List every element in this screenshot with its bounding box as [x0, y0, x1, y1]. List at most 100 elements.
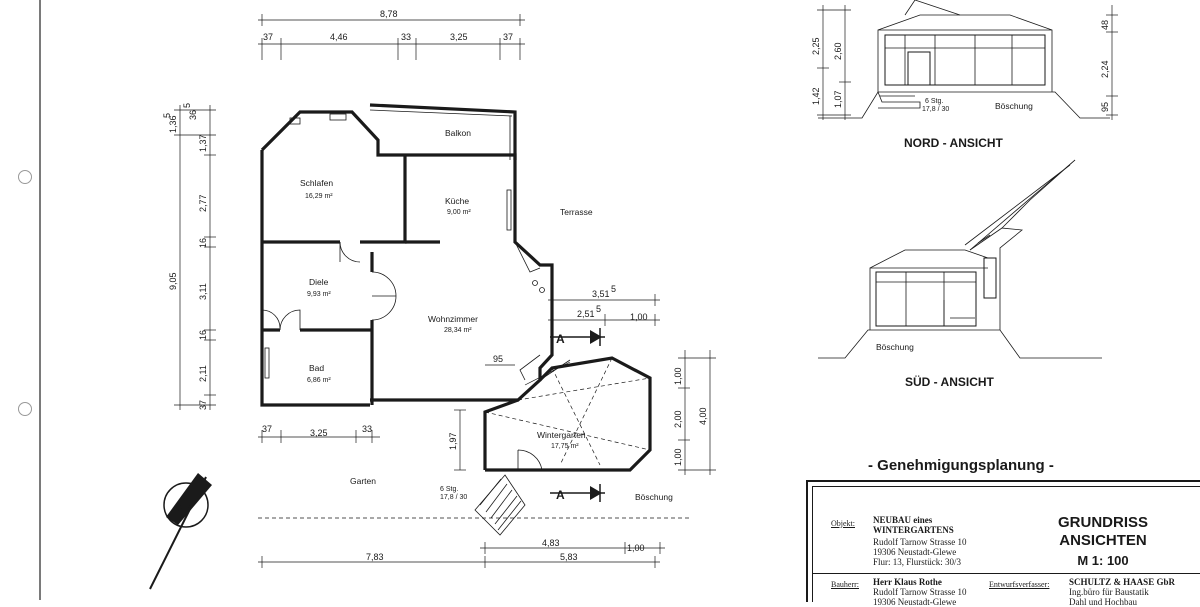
- door-swing-schlafen: [339, 241, 361, 263]
- dim-left-outer-2-sup: 5: [182, 103, 192, 108]
- objekt-label: Objekt:: [831, 519, 855, 528]
- dim-overall-height: 9,05: [168, 272, 178, 290]
- dim-overall-width: 8,78: [380, 9, 398, 19]
- room-name-diele: Diele: [309, 277, 329, 287]
- objekt-line-5: Flur: 13, Flurstück: 30/3: [873, 557, 962, 567]
- room-area-diele: 9,93 m²: [307, 291, 331, 298]
- room-area-wintergarten: 17,75 m²: [551, 443, 579, 450]
- dim-bl-3: 33: [362, 424, 372, 434]
- room-name-wohnzimmer: Wohnzimmer: [428, 314, 478, 324]
- bauherr-label: Bauherr:: [831, 580, 859, 589]
- room-name-wintergarten: Wintergarten: [537, 430, 586, 440]
- room-name-schlafen: Schlafen: [300, 178, 333, 188]
- verfasser-line-1: SCHULTZ & HAASE GbR: [1069, 577, 1175, 587]
- bauherr-line-2: Rudolf Tarnow Strasse 10: [873, 587, 967, 597]
- punch-hole: [18, 170, 32, 184]
- dim-right-2: 2,51: [577, 309, 595, 319]
- dim-left-seg-6: 2,11: [198, 365, 208, 382]
- verfasser-line-2: Ing.büro für Baustatik: [1069, 587, 1149, 597]
- north-stairs-count: 6 Stg.: [925, 98, 943, 105]
- dim-bottom-row1-2: 1,00: [627, 543, 645, 553]
- dim-wg-v3: 1,00: [673, 448, 683, 466]
- north-dim-right-3: 95: [1100, 102, 1110, 112]
- south-boeschung: Böschung: [876, 342, 914, 352]
- north-stairs-ratio: 17,8 / 30: [922, 106, 949, 113]
- south-elevation: Böschung SÜD - ANSICHT: [818, 159, 1102, 389]
- dim-left-outer-2: 36: [188, 110, 198, 120]
- label-balkon: Balkon: [445, 128, 471, 138]
- section-label-a-lower: A: [556, 488, 565, 502]
- outer-wall-east: [370, 153, 554, 402]
- section-marker-lower: A: [550, 484, 605, 502]
- dim-top-seg-3: 33: [401, 32, 411, 42]
- dim-left-seg-3: 16: [198, 238, 208, 248]
- room-area-wohnzimmer: 28,34 m²: [444, 327, 472, 334]
- dim-top-seg-5: 37: [503, 32, 513, 42]
- title-heading-2: ANSICHTEN: [1059, 532, 1147, 549]
- north-dim-left-3: 1,42: [811, 87, 821, 105]
- outer-wall-bay-north: [260, 110, 402, 157]
- room-name-kueche: Küche: [445, 196, 469, 206]
- north-dim-right-2: 2,24: [1100, 60, 1110, 78]
- top-dimensions: 8,78 37 4,46 33 3,25 37: [258, 9, 525, 60]
- dim-right-1-sup: 5: [611, 284, 616, 294]
- section-label-a-upper: A: [556, 332, 565, 346]
- title-block: GRUNDRISS ANSICHTEN M 1: 100 Objekt: NEU…: [806, 480, 1200, 607]
- north-elevation: 2,25 2,60 1,42 1,07 48 2,24 95 6 Stg. 17…: [811, 0, 1118, 150]
- dim-left-outer-1: 1,36: [168, 115, 178, 133]
- dim-bottom-row2-2: 5,83: [560, 552, 578, 562]
- dim-bottom-row2-1: 7,83: [366, 552, 384, 562]
- dim-wg-total: 4,00: [698, 407, 708, 425]
- stairs-count: 6 Stg.: [440, 486, 458, 493]
- dim-top-seg-1: 37: [263, 32, 273, 42]
- title-scale: M 1: 100: [1077, 553, 1129, 568]
- objekt-line-4: 19306 Neustadt-Glewe: [873, 547, 957, 557]
- label-terrasse: Terrasse: [560, 207, 593, 217]
- dim-left-outer-1-sup: 5: [162, 113, 172, 118]
- left-dimensions: 9,05 1,36 5 36 5 1,37 2,77 16 3,11 16 2,…: [162, 103, 216, 410]
- objekt-line-3: Rudolf Tarnow Strasse 10: [873, 537, 967, 547]
- dim-left-seg-5: 16: [198, 330, 208, 340]
- door-swing-wohnzimmer: [371, 271, 397, 297]
- dim-bl-1: 37: [262, 424, 272, 434]
- stairs-ratio: 17,8 / 30: [440, 494, 467, 501]
- north-dim-right-1: 48: [1100, 20, 1110, 30]
- bauherr-line-1: Herr Klaus Rothe: [873, 577, 942, 587]
- north-dim-left-4: 1,07: [833, 90, 843, 108]
- title-heading-1: GRUNDRISS: [1057, 514, 1148, 531]
- dim-wg-v2: 2,00: [673, 410, 683, 428]
- dim-left-seg-2: 2,77: [198, 194, 208, 212]
- dim-left-seg-4: 3,11: [198, 283, 208, 300]
- floor-plan: [260, 103, 554, 407]
- dim-wg-left: 1,97: [448, 432, 458, 450]
- south-view-title: SÜD - ANSICHT: [905, 374, 995, 389]
- approval-stamp: - Genehmigungsplanung -: [868, 457, 1054, 474]
- bauherr-line-3: 19306 Neustadt-Glewe: [873, 597, 957, 607]
- north-boeschung: Böschung: [995, 101, 1033, 111]
- dim-right-3: 1,00: [630, 312, 648, 322]
- room-name-bad: Bad: [309, 363, 324, 373]
- door-swing-diele: [261, 309, 281, 329]
- title-block-divider: [813, 573, 1200, 574]
- dim-wg-v1: 1,00: [673, 367, 683, 385]
- dim-top-seg-4: 3,25: [450, 32, 468, 42]
- punch-hole: [18, 402, 32, 416]
- north-view-title: NORD - ANSICHT: [904, 136, 1004, 150]
- dim-left-seg-7: 37: [198, 400, 208, 410]
- dim-right-1: 3,51: [592, 289, 610, 299]
- dim-right-2-sup: 5: [596, 304, 601, 314]
- window-kueche: [506, 189, 512, 231]
- north-arrow: N: [149, 473, 212, 590]
- dim-right-4: 95: [493, 354, 503, 364]
- dim-left-seg-1: 1,37: [198, 134, 208, 152]
- bottom-left-dimensions: 37 3,25 33: [258, 424, 380, 443]
- room-labels: Schlafen 16,29 m² Küche 9,00 m² Diele 9,…: [300, 128, 673, 502]
- verfasser-label: Entwurfsverfasser:: [989, 580, 1050, 589]
- wintergarten-stairs: 6 Stg. 17,8 / 30: [440, 474, 526, 536]
- section-marker-upper: A: [550, 328, 605, 346]
- room-area-kueche: 9,00 m²: [447, 209, 471, 216]
- label-garten: Garten: [350, 476, 376, 486]
- room-area-schlafen: 16,29 m²: [305, 193, 333, 200]
